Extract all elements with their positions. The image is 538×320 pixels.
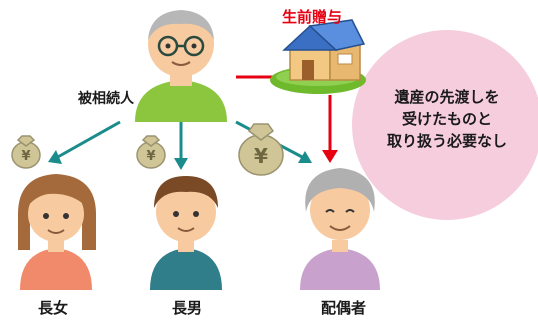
note-text: 遺産の先渡しを 受けたものと 取り扱う必要なし xyxy=(372,86,522,152)
eldest-daughter-label: 長女 xyxy=(38,299,69,317)
note-bubble xyxy=(352,30,538,220)
yen-icon: ¥ xyxy=(21,149,30,164)
spouse-label: 配偶者 xyxy=(321,299,367,317)
deceased-label: 被相続人 xyxy=(78,91,134,107)
yen-icon: ¥ xyxy=(146,149,155,164)
eldest-son-figure xyxy=(150,176,222,290)
eldest-son-label: 長男 xyxy=(172,299,203,317)
note-line-1: 遺産の先渡しを xyxy=(394,88,500,106)
money-bag-large: ¥ xyxy=(238,123,284,176)
arrow-to-eldest-daughter xyxy=(55,120,121,160)
gift-label: 生前贈与 xyxy=(282,8,343,26)
note-line-3: 取り扱う必要なし xyxy=(386,132,507,150)
spouse-figure xyxy=(300,168,380,290)
deceased-figure xyxy=(135,10,227,122)
house-icon xyxy=(270,19,366,94)
yen-icon: ¥ xyxy=(254,144,268,168)
money-bag-small-left: ¥ xyxy=(11,135,41,169)
eldest-daughter-figure xyxy=(18,174,96,290)
note-line-2: 受けたものと xyxy=(401,110,492,128)
money-bag-small-middle: ¥ xyxy=(136,135,166,169)
